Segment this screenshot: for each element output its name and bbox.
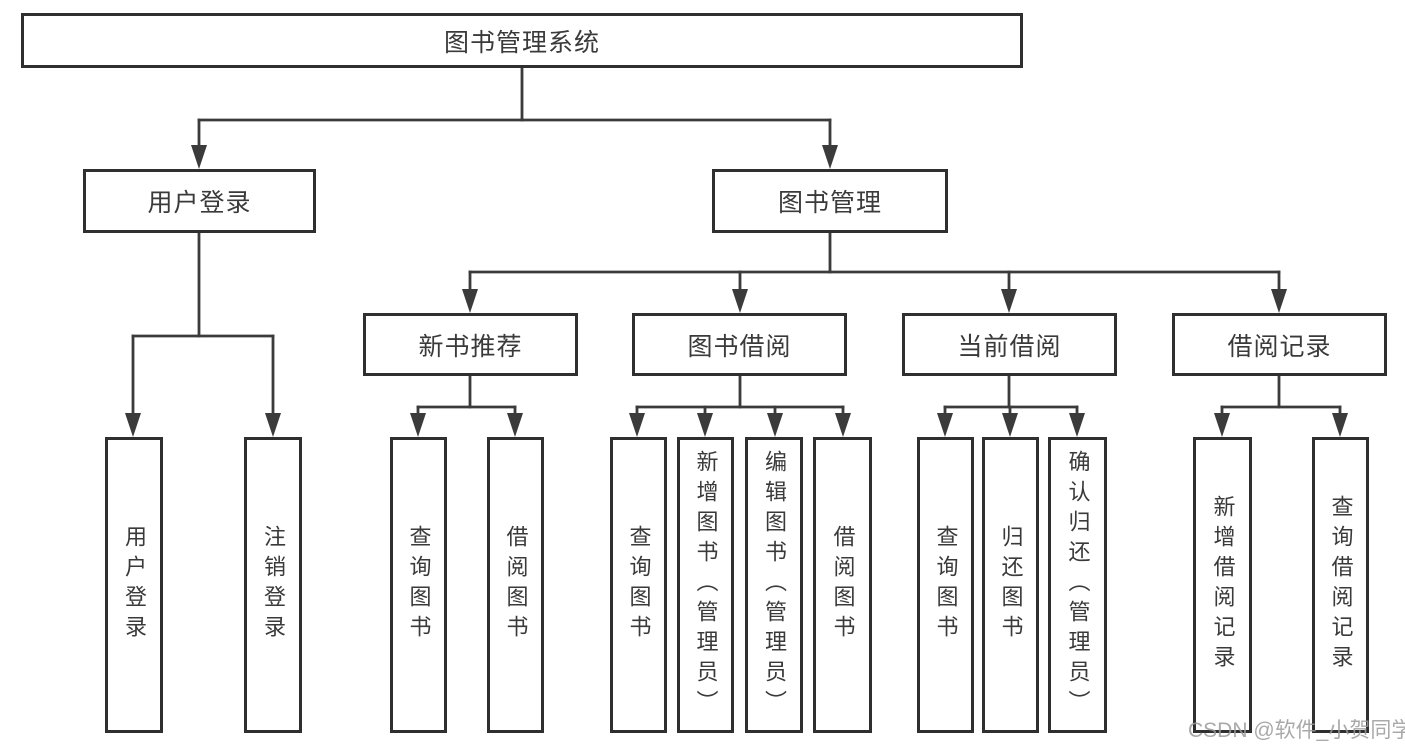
leaf-edit-book-admin: 编辑图书（管理员） [745,437,803,733]
arrowhead-icon [732,289,748,313]
leaf-borrow-books-1-label: 借阅图书 [503,525,529,645]
node-current-borrow: 当前借阅 [902,313,1117,376]
arrowhead-icon [937,413,953,437]
node-book-borrow-label: 图书借阅 [687,332,792,361]
leaf-borrow-books-2: 借阅图书 [813,437,872,733]
arrowhead-icon [1001,289,1017,313]
leaf-return-book-label: 归还图书 [998,525,1024,645]
leaf-add-borrow-record-label: 新增借阅记录 [1210,495,1236,675]
arrowhead-icon [507,413,523,437]
arrowhead-icon [1214,413,1230,437]
node-book-management-label: 图书管理 [777,189,882,217]
arrowhead-icon [191,145,207,169]
arrowhead-icon [125,413,141,437]
arrowhead-icon [1002,413,1018,437]
leaf-add-borrow-record: 新增借阅记录 [1193,437,1252,733]
node-root-label: 图书管理系统 [443,28,600,57]
leaf-add-book-admin-label: 新增图书（管理员） [693,450,719,720]
leaf-query-books-3-label: 查询图书 [933,525,959,645]
node-root: 图书管理系统 [21,13,1023,68]
arrowhead-icon [1332,413,1348,437]
arrowhead-icon [410,413,426,437]
arrowhead-icon [835,413,851,437]
leaf-add-book-admin: 新增图书（管理员） [677,437,734,733]
leaf-query-books-3: 查询图书 [917,437,974,733]
leaf-query-books-1: 查询图书 [390,437,447,733]
node-user-login: 用户登录 [83,169,316,233]
leaf-query-borrow-record: 查询借阅记录 [1312,437,1369,733]
node-new-book-recommend-label: 新书推荐 [418,332,523,361]
arrowhead-icon [697,413,713,437]
leaf-edit-book-admin-label: 编辑图书（管理员） [762,450,787,720]
leaf-query-books-2: 查询图书 [610,437,667,733]
leaf-return-book: 归还图书 [982,437,1039,733]
node-new-book-recommend: 新书推荐 [363,313,578,376]
leaf-logout: 注销登录 [244,437,302,733]
arrowhead-group [125,145,1348,437]
arrowhead-icon [629,413,645,437]
leaf-logout-label: 注销登录 [261,525,286,645]
node-book-borrow: 图书借阅 [632,313,847,376]
leaf-borrow-books-2-label: 借阅图书 [830,525,856,645]
leaf-query-books-1-label: 查询图书 [406,525,432,645]
arrowhead-icon [462,289,478,313]
arrowhead-icon [265,413,281,437]
node-current-borrow-label: 当前借阅 [957,332,1062,361]
arrowhead-icon [1069,413,1085,437]
leaf-user-login: 用户登录 [105,437,163,733]
node-book-management: 图书管理 [712,169,948,233]
node-user-login-label: 用户登录 [147,189,252,217]
leaf-confirm-return-admin-label: 确认归还（管理员） [1065,450,1091,720]
arrowhead-icon [1271,289,1287,313]
leaf-query-borrow-record-label: 查询借阅记录 [1328,495,1354,675]
arrowhead-icon [822,145,838,169]
node-borrow-records: 借阅记录 [1172,313,1387,376]
leaf-confirm-return-admin: 确认归还（管理员） [1048,437,1107,733]
arrowhead-icon [767,413,783,437]
leaf-borrow-books-1: 借阅图书 [487,437,544,733]
node-borrow-records-label: 借阅记录 [1227,332,1332,361]
leaf-query-books-2-label: 查询图书 [626,525,652,645]
leaf-user-login-label: 用户登录 [122,525,147,645]
